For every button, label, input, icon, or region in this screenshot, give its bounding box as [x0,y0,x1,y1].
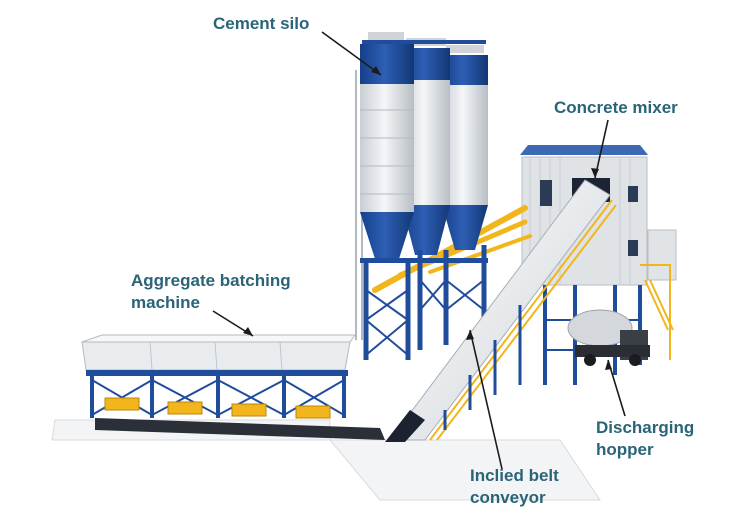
inclined-belt-conveyor [385,179,617,442]
label-inclined-belt-conveyor: Inclied belt conveyor [470,465,559,509]
label-cement-silo-text: Cement silo [213,14,310,33]
label-concrete-mixer: Concrete mixer [554,97,678,119]
label-aggregate-batching-machine: Aggregate batching machine [131,270,291,314]
label-belt-line1: Inclied belt [470,466,559,485]
label-hopper-line2: hopper [596,440,654,459]
label-discharging-hopper: Discharging hopper [596,417,694,461]
label-cement-silo: Cement silo [213,13,309,35]
leader-arrowheads [243,66,612,370]
label-aggregate-line2: machine [131,293,200,312]
aggregate-batching-machine [81,334,385,440]
cement-silos [355,32,488,360]
label-concrete-mixer-text: Concrete mixer [554,98,678,117]
label-hopper-line1: Discharging [596,418,695,437]
label-aggregate-line1: Aggregate batching [131,271,291,290]
mixer-truck [567,309,650,366]
label-belt-line2: conveyor [470,488,546,507]
ground-slab [51,419,601,501]
